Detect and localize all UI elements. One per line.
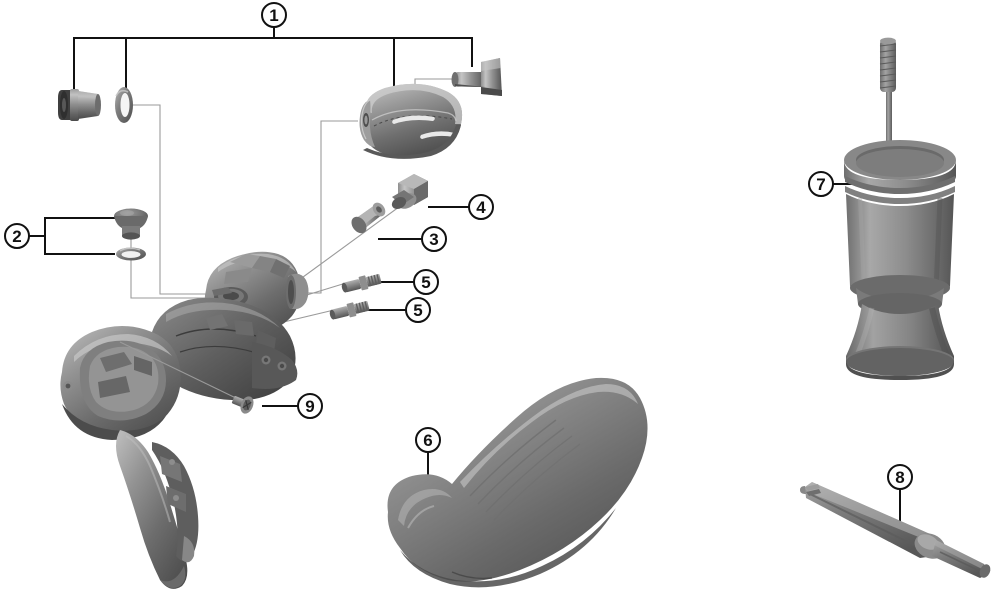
part-reservoir-oring — [116, 247, 146, 261]
callout-bubble-9[interactable]: 9 — [297, 393, 323, 419]
part-clamp-fixing-bolt — [451, 58, 502, 96]
leader-hose-axis — [287, 195, 415, 289]
part-olive — [351, 202, 386, 234]
part-fixing-screw — [231, 395, 254, 414]
callout-bubble-5a[interactable]: 5 — [413, 269, 439, 295]
part-clamp-bolt — [58, 89, 101, 121]
part-bleed-funnel — [844, 37, 956, 380]
callout-bubble-8[interactable]: 8 — [887, 464, 913, 490]
callout-bubble-5b[interactable]: 5 — [405, 297, 431, 323]
leader-screw-to-body — [119, 341, 241, 401]
leader-band-to-body — [297, 120, 358, 294]
part-hood-cover — [387, 377, 648, 588]
part-bleed-screw-upper — [341, 274, 382, 293]
callout-bubble-7[interactable]: 7 — [808, 171, 834, 197]
part-bleed-block — [800, 482, 991, 578]
callout-bubble-6[interactable]: 6 — [415, 427, 441, 453]
leader-washer-to-body — [131, 104, 212, 295]
callout-bubble-3[interactable]: 3 — [421, 226, 447, 252]
part-bleed-screw-lower — [329, 301, 370, 320]
leader-cap-to-body — [130, 228, 206, 299]
callout-bubble-1[interactable]: 1 — [261, 2, 287, 28]
part-reservoir-cap — [114, 208, 148, 240]
part-clamp-washer — [115, 87, 133, 123]
callout-bubble-4[interactable]: 4 — [468, 194, 494, 220]
part-clamp-band — [359, 83, 463, 159]
callout-1-bracket — [73, 26, 473, 97]
callout-bubble-2[interactable]: 2 — [4, 223, 30, 249]
part-insert-nut — [391, 174, 428, 209]
callout-2-bracket — [28, 217, 115, 255]
part-lever-body — [60, 251, 309, 589]
